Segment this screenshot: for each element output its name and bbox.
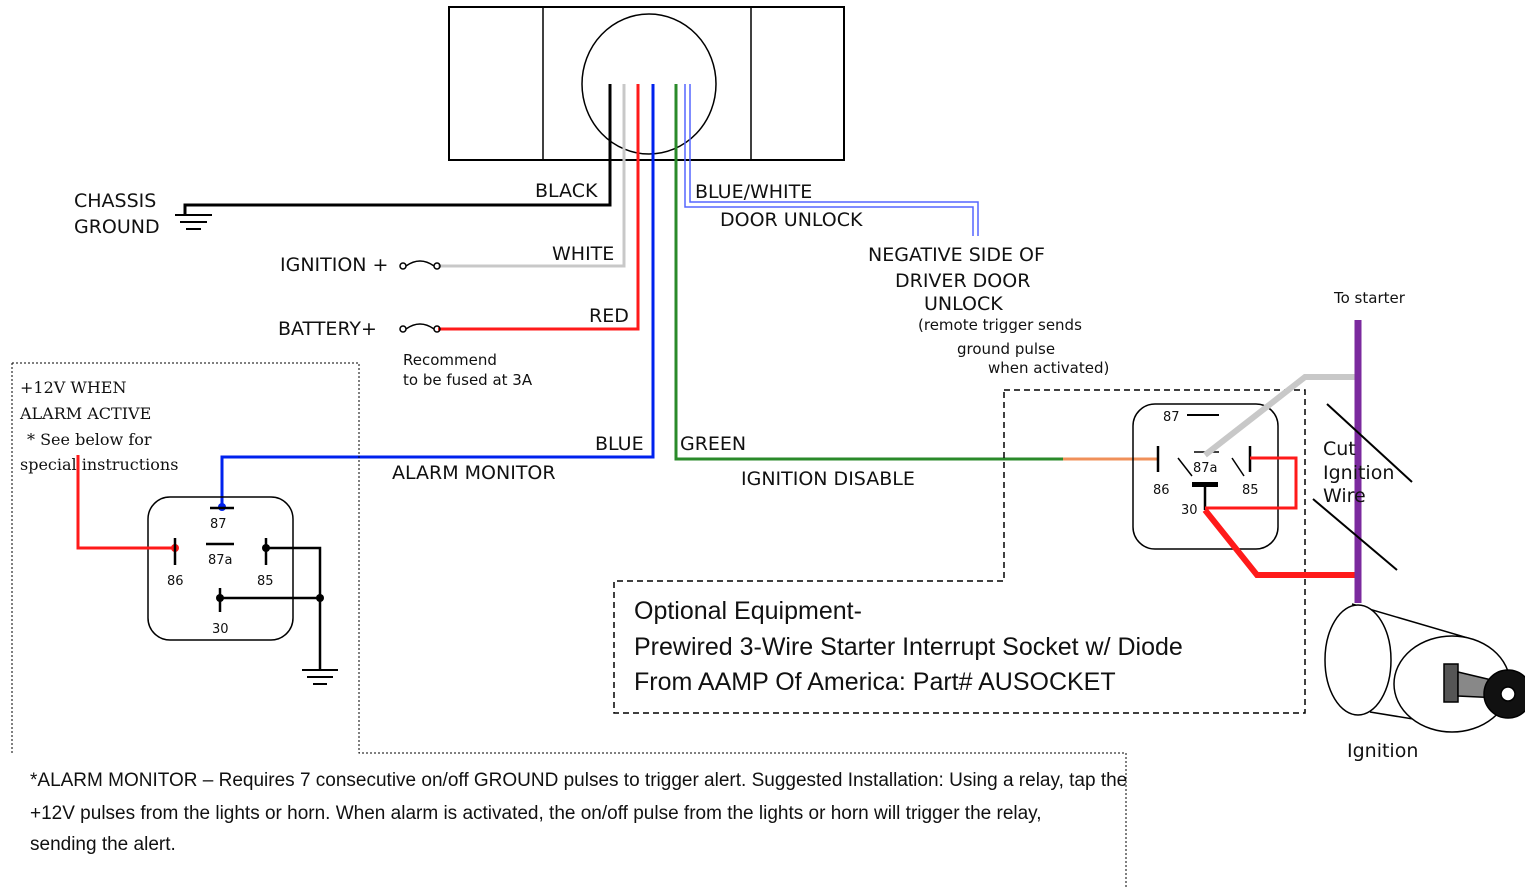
pin-87a: 87a <box>208 553 233 568</box>
alarm-box-border <box>12 362 1127 889</box>
alarm-box-line4: special instructions <box>20 455 178 474</box>
footnote-line3: sending the alert. <box>30 834 176 855</box>
label-blue-white: BLUE/WHITE <box>695 181 812 203</box>
optional-box-border <box>613 389 1306 714</box>
starter-relay <box>1132 403 1279 550</box>
battery-fuse-icon <box>399 323 441 333</box>
starter-pin-86: 86 <box>1153 483 1170 498</box>
optional-line2: Prewired 3-Wire Starter Interrupt Socket… <box>634 633 1183 661</box>
starter-red-wire <box>1202 508 1358 578</box>
remote-note-2: ground pulse <box>957 340 1055 358</box>
cut-line1: Cut <box>1323 438 1356 460</box>
pin-30: 30 <box>212 622 229 637</box>
cut-line3: Wire <box>1323 485 1366 507</box>
negative-side-2: DRIVER DOOR <box>895 270 1030 292</box>
label-chassis: CHASSIS <box>74 190 156 212</box>
fuse-note-2: to be fused at 3A <box>403 371 533 389</box>
starter-pin-85: 85 <box>1242 483 1259 498</box>
pin-87: 87 <box>210 517 227 532</box>
starter-pin-87a: 87a <box>1193 461 1218 476</box>
starter-pin-30: 30 <box>1181 503 1198 518</box>
fuse-note-1: Recommend <box>403 351 497 369</box>
cut-line2: Ignition <box>1323 462 1394 484</box>
pin-85: 85 <box>257 574 274 589</box>
black-wire <box>183 84 612 215</box>
blue-white-wire <box>684 84 974 236</box>
footnote-line2: +12V pulses from the lights or horn. Whe… <box>30 803 1042 824</box>
label-to-starter: To starter <box>1333 289 1406 307</box>
label-blue: BLUE <box>595 433 644 455</box>
ignition-switch-icon <box>399 260 441 270</box>
label-ignition: IGNITION + <box>280 254 388 276</box>
optional-line3: From AAMP Of America: Part# AUSOCKET <box>634 668 1116 696</box>
pin-86: 86 <box>167 574 184 589</box>
label-black: BLACK <box>535 180 598 202</box>
ground-icon <box>175 214 212 230</box>
relay-ground-icon <box>302 669 338 685</box>
label-ignition-cylinder: Ignition <box>1347 740 1418 762</box>
alarm-box-line2: ALARM ACTIVE <box>19 404 151 423</box>
blue-wire <box>220 84 655 507</box>
grey-wire <box>1203 374 1358 458</box>
ignition-cylinder-icon <box>1324 603 1525 733</box>
green-wire <box>674 84 1063 461</box>
label-battery: BATTERY+ <box>278 318 377 340</box>
label-alarm-monitor: ALARM MONITOR <box>392 462 556 484</box>
label-green: GREEN <box>680 433 746 455</box>
label-ground: GROUND <box>74 216 160 238</box>
alarm-module <box>448 6 845 161</box>
remote-note-3: when activated) <box>988 359 1109 377</box>
optional-line1: Optional Equipment- <box>634 597 862 625</box>
label-ignition-disable: IGNITION DISABLE <box>741 468 915 490</box>
starter-pin-87: 87 <box>1163 410 1180 425</box>
footnote-line1: *ALARM MONITOR – Requires 7 consecutive … <box>30 770 1127 791</box>
negative-side-3: UNLOCK <box>924 293 1003 315</box>
white-wire <box>438 84 626 268</box>
remote-note-1: (remote trigger sends <box>918 316 1082 334</box>
red-wire <box>438 84 640 331</box>
label-white: WHITE <box>552 243 614 265</box>
alarm-box-line3: * See below for <box>27 430 152 449</box>
label-door-unlock: DOOR UNLOCK <box>720 209 863 231</box>
alarm-box-line1: +12V WHEN <box>20 378 126 397</box>
label-red: RED <box>589 305 629 327</box>
alarm-relay <box>147 496 294 641</box>
negative-side-1: NEGATIVE SIDE OF <box>868 244 1045 266</box>
